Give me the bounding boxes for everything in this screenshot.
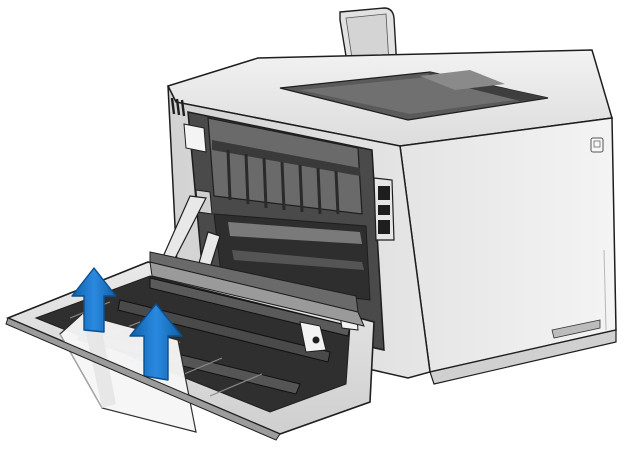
port-badge-icon — [591, 138, 603, 152]
printer-side-panel — [400, 118, 616, 384]
rear-ports — [374, 178, 394, 240]
rear-label-plate — [184, 124, 206, 152]
